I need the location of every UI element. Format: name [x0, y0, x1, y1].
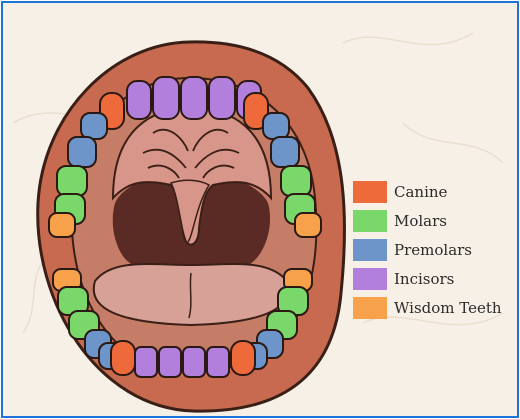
legend-label-molars: Molars	[394, 212, 447, 230]
legend-item-wisdom-teeth: Wisdom Teeth	[353, 297, 502, 319]
upper-incisors	[127, 77, 261, 119]
legend-label-wisdom-teeth: Wisdom Teeth	[394, 299, 502, 317]
tooth-canine	[111, 341, 135, 375]
tooth-wisdom	[295, 213, 321, 237]
tooth-incisor	[127, 81, 151, 119]
legend-swatch-wisdom-teeth	[353, 297, 387, 319]
legend-swatch-premolars	[353, 239, 387, 261]
tooth-incisor	[153, 77, 179, 119]
tooth-molar	[57, 166, 87, 196]
legend-swatch-incisors	[353, 268, 387, 290]
legend-item-incisors: Incisors	[353, 268, 454, 290]
tooth-incisor	[183, 347, 205, 377]
tooth-incisor	[159, 347, 181, 377]
tooth-incisor	[181, 77, 207, 119]
tooth-incisor	[207, 347, 229, 377]
tooth-molar	[281, 166, 311, 196]
legend-swatch-canine	[353, 181, 387, 203]
tooth-incisor	[209, 77, 235, 119]
tooth-incisor	[135, 347, 157, 377]
tooth-premolar	[263, 113, 289, 139]
tooth-wisdom	[49, 213, 75, 237]
legend-swatch-molars	[353, 210, 387, 232]
legend-label-incisors: Incisors	[394, 270, 454, 288]
legend-item-canine: Canine	[353, 181, 447, 203]
legend-item-premolars: Premolars	[353, 239, 472, 261]
tooth-canine	[231, 341, 255, 375]
legend-label-premolars: Premolars	[394, 241, 472, 259]
tooth-premolar	[271, 137, 299, 167]
tooth-premolar	[81, 113, 107, 139]
legend-label-canine: Canine	[394, 183, 447, 201]
tooth-premolar	[68, 137, 96, 167]
legend-item-molars: Molars	[353, 210, 447, 232]
